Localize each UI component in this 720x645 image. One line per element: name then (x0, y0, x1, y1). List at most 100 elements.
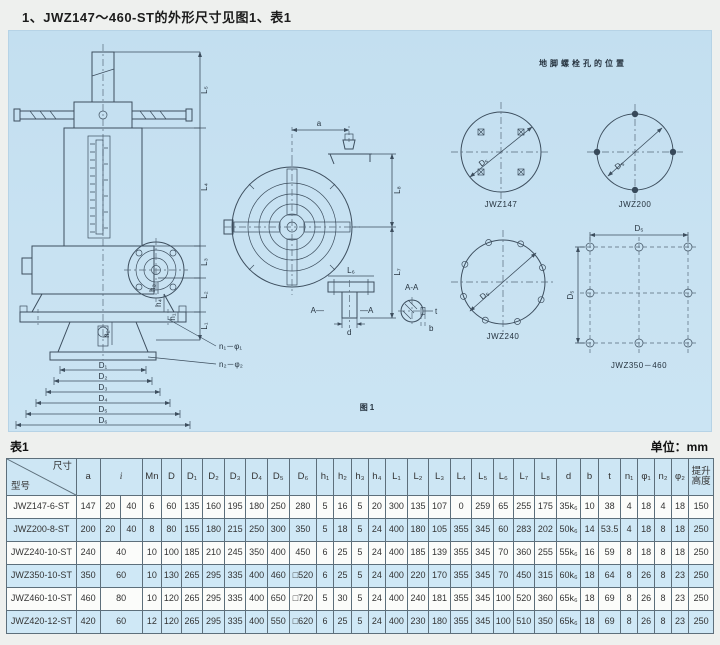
table-cell: 180 (406, 518, 430, 542)
table-cell: 20 (99, 495, 122, 519)
table-cell: 180 (428, 610, 451, 634)
table-cell: 105 (428, 518, 451, 542)
table-cell: 65 (493, 495, 514, 519)
table-cell: 400 (266, 541, 290, 565)
table-cell: 400 (385, 518, 408, 542)
table-cell: 6 (316, 610, 334, 634)
table-cell: 250 (688, 564, 714, 588)
table-cell: 170 (428, 564, 451, 588)
table-cell: 59 (597, 541, 622, 565)
table-cell: 25 (332, 541, 353, 565)
table-cell: 107 (428, 495, 451, 519)
table-cell: 60 (99, 610, 143, 634)
table-cell: 5 (351, 518, 369, 542)
table-cell: 400 (385, 587, 408, 611)
table-cell: 155 (180, 518, 204, 542)
table-cell: 355 (449, 564, 473, 588)
table-cell: 420 (75, 610, 101, 634)
figure-panel: D₁ D₂ D₃ D₄ D₅ D₆ L₅ L₄ L₃ L₂ L₁ h₃ h₄ h… (8, 30, 712, 432)
table-cell: 5 (351, 564, 369, 588)
table-cell: 280 (288, 495, 318, 519)
table-cell: 250 (688, 518, 714, 542)
section-label: A-A (405, 283, 419, 292)
table-cell: 18 (670, 495, 690, 519)
table-cell: 335 (223, 587, 247, 611)
unit-label: 单位：mm (650, 440, 708, 454)
table-cell: 24 (367, 587, 387, 611)
column-header: h₂ (332, 458, 353, 496)
table-cell: 175 (534, 495, 557, 519)
table-cell: 185 (406, 541, 430, 565)
table-cell: 8 (654, 610, 672, 634)
dim-label: D₅ (478, 289, 491, 302)
column-header: h₃ (351, 458, 369, 496)
dim-label: L₇ (393, 268, 402, 275)
table-cell: 53.5 (597, 518, 622, 542)
bolt-section-title: 地脚螺栓孔的位置 (539, 58, 627, 68)
column-header: φ₂ (670, 458, 690, 496)
table-cell: 16 (332, 495, 353, 519)
table-cell: 135 (406, 495, 430, 519)
table-cell: 400 (385, 610, 408, 634)
table-cell: 250 (245, 518, 268, 542)
table-cell: 60 (493, 518, 514, 542)
table-cell: 100 (161, 541, 182, 565)
table-cell: 510 (512, 610, 536, 634)
table-cell: 8 (620, 610, 638, 634)
table-cell: 355 (449, 587, 473, 611)
table-cell: 8 (141, 518, 163, 542)
table-cell: 400 (245, 610, 268, 634)
dim-label: h₃ (148, 284, 157, 292)
table-cell: 250 (688, 610, 714, 634)
table-cell: 6 (141, 495, 163, 519)
table-cell: 5 (351, 610, 369, 634)
table-cell: 65k₆ (555, 587, 582, 611)
column-header: L₈ (534, 458, 557, 496)
table-cell: 350 (75, 564, 101, 588)
table-cell: 200 (75, 518, 101, 542)
table-cell: 8 (654, 541, 672, 565)
bolt-diagram-jwz200: D₅ JWZ200 (587, 104, 683, 209)
table-cell: 40 (120, 518, 143, 542)
table-cell: 120 (161, 610, 182, 634)
table-cell: 5 (316, 495, 334, 519)
table-cell: 250 (266, 495, 290, 519)
table-cell: 550 (266, 610, 290, 634)
dim-label: L₈ (393, 186, 402, 194)
table-cell: 120 (161, 587, 182, 611)
table-cell: 35k₆ (555, 495, 582, 519)
table-cell: 4 (654, 495, 672, 519)
table-cell: 300 (266, 518, 290, 542)
column-header: t (597, 458, 622, 496)
column-header: D (161, 458, 182, 496)
table-cell: 24 (367, 541, 387, 565)
table-cell: 65k₆ (555, 610, 582, 634)
table-cell: 26 (636, 587, 656, 611)
table-cell: 255 (534, 541, 557, 565)
table-cell: 345 (471, 541, 495, 565)
table-cell: 40 (99, 541, 143, 565)
table-cell: 5 (351, 541, 369, 565)
dim-label: D₁ (99, 361, 108, 370)
table-cell: 8 (620, 564, 638, 588)
table-cell: 10 (141, 587, 163, 611)
table-cell: 335 (223, 564, 247, 588)
table-cell: 335 (223, 610, 247, 634)
table-cell: 295 (202, 587, 225, 611)
table-cell: 345 (471, 587, 495, 611)
table-cell: 215 (223, 518, 247, 542)
table-cell: 180 (245, 495, 268, 519)
table-cell: 265 (180, 587, 204, 611)
table-cell: 100 (493, 587, 514, 611)
table-cell: 195 (223, 495, 247, 519)
table-cell: 14 (580, 518, 599, 542)
table-cell: 25 (332, 610, 353, 634)
table-cell: 38 (597, 495, 622, 519)
table-cell: 23 (670, 587, 690, 611)
table-cell: 10 (141, 541, 163, 565)
table-cell: 202 (534, 518, 557, 542)
table-cell: 147 (75, 495, 101, 519)
section-arrow: A— (311, 306, 324, 315)
